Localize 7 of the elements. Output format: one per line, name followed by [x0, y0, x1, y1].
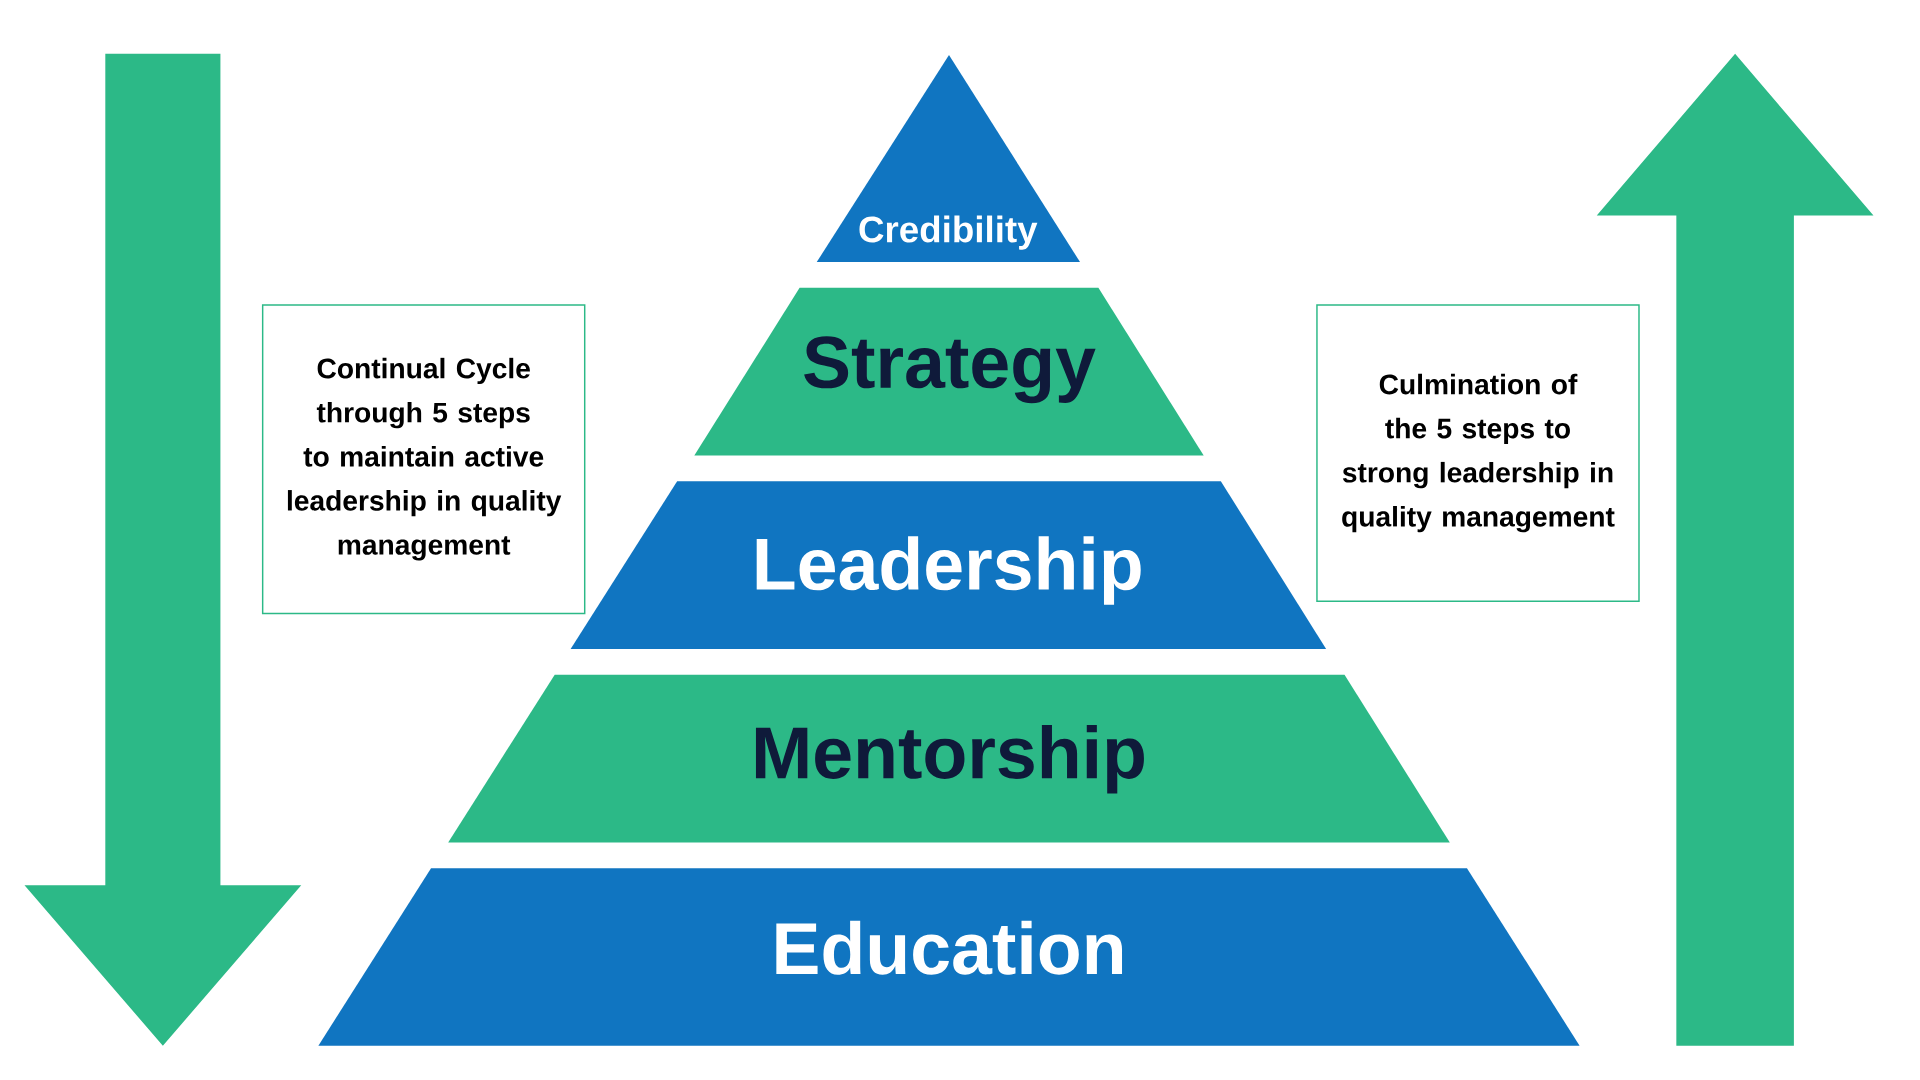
text-box: Culmination of the 5 steps to strong leadership in quality management [1316, 304, 1640, 602]
text-box: Continual Cycle through 5 steps to maintain active leadership in quality management [261, 304, 586, 615]
pyramid-layer: Credibility [816, 55, 1080, 263]
pyramid-layer: Education [318, 868, 1580, 1046]
pyramid-layer: Mentorship [448, 674, 1450, 843]
pyramid-layer: Leadership [570, 481, 1327, 649]
pyramid-layer: Strategy [694, 287, 1204, 456]
